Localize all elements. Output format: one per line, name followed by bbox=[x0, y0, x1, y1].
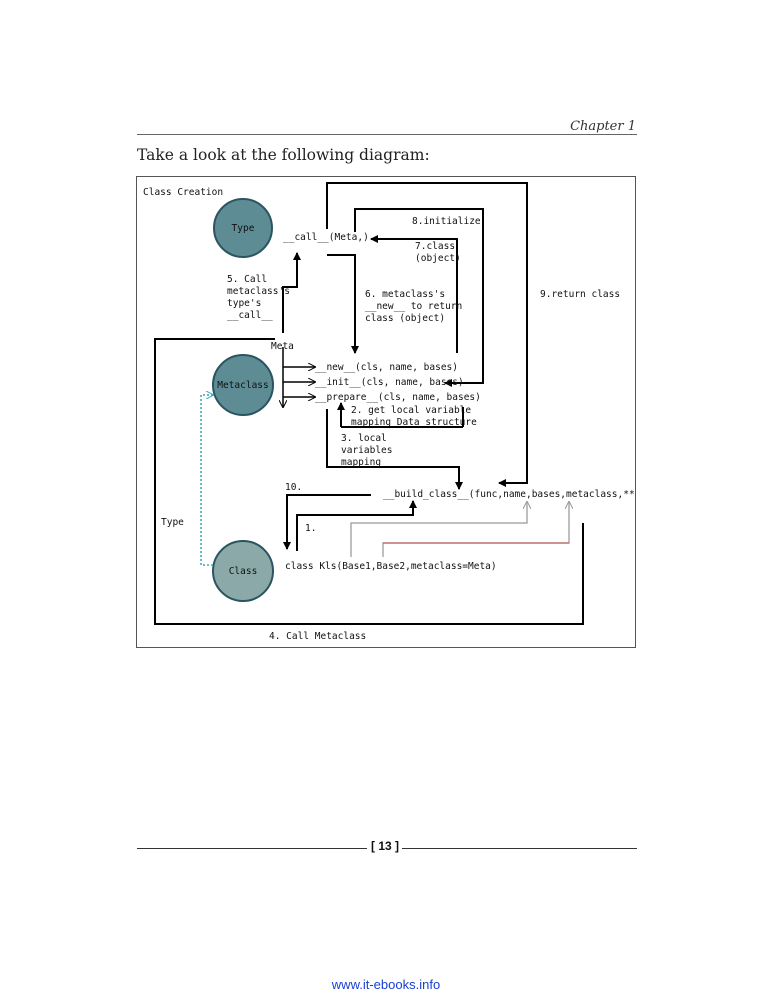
step10-arrow bbox=[283, 494, 371, 550]
step2-line2: mapping Data structure bbox=[351, 417, 477, 428]
footer-rule-right bbox=[402, 848, 637, 849]
return-class-label: 9.return class bbox=[540, 289, 620, 300]
call5-line3: type's bbox=[227, 298, 261, 309]
bases-gray-line bbox=[350, 502, 527, 557]
new-method-label: __new__(cls, name, bases) bbox=[315, 362, 458, 373]
call5-line4: __call__ bbox=[227, 310, 273, 321]
metaclass-node-label: Metaclass bbox=[217, 380, 268, 391]
step6-line2: __new__ to return bbox=[365, 301, 462, 312]
class-object-loop bbox=[370, 235, 458, 353]
initialize-label: 8.initialize bbox=[412, 216, 481, 227]
footer-rule-left bbox=[137, 848, 367, 849]
meta-label: Meta bbox=[271, 341, 294, 352]
step3-arrow bbox=[326, 409, 463, 490]
new-arrow bbox=[327, 254, 359, 354]
header-rule bbox=[137, 134, 637, 135]
call5-arrow bbox=[282, 252, 301, 333]
step6-line3: class (object) bbox=[365, 313, 445, 324]
page-number: [ 13 ] bbox=[370, 839, 399, 853]
metaclass-gray-line bbox=[382, 502, 569, 557]
class-creation-diagram: Class Creation Type Metaclass Class 4. C… bbox=[136, 176, 636, 648]
class-object-line1: 7.class bbox=[415, 241, 455, 252]
call-metaclass-loop bbox=[154, 338, 584, 625]
step4-label: 4. Call Metaclass bbox=[269, 631, 366, 642]
call5-line2: metaclass's bbox=[227, 286, 290, 297]
step6-line1: 6. metaclass's bbox=[365, 289, 445, 300]
call5-line1: 5. Call bbox=[227, 274, 267, 285]
class-node-label: Class bbox=[229, 566, 258, 577]
step3-line3: mapping bbox=[341, 457, 381, 468]
step3-line2: variables bbox=[341, 445, 392, 456]
initialize-loop bbox=[354, 208, 484, 387]
class-to-metaclass-dotted bbox=[200, 395, 213, 566]
init-method-label: __init__(cls, name, bases) bbox=[315, 377, 464, 388]
source-link[interactable]: www.it-ebooks.info bbox=[331, 977, 441, 992]
step1-label: 1. bbox=[305, 523, 316, 534]
chapter-header: Chapter 1 bbox=[570, 119, 636, 134]
step2-line1: 2. get local variable bbox=[351, 405, 471, 416]
type-node-label: Type bbox=[232, 223, 255, 234]
build-class-label: __build_class__(func,name,bases,metaclas… bbox=[383, 489, 635, 500]
prepare-method-label: __prepare__(cls, name, bases) bbox=[315, 392, 481, 403]
class-node: Class bbox=[212, 540, 274, 602]
class-statement: class Kls(Base1,Base2,metaclass=Meta) bbox=[285, 561, 497, 572]
step1-arrow bbox=[296, 500, 417, 551]
step10-label: 10. bbox=[285, 482, 302, 493]
diagram-title: Class Creation bbox=[143, 187, 223, 198]
diagram-svg: Class Creation Type Metaclass Class 4. C… bbox=[143, 182, 635, 642]
type-node: Type bbox=[213, 198, 273, 258]
return-class-loop bbox=[326, 182, 528, 487]
metaclass-node: Metaclass bbox=[212, 354, 274, 416]
call-meta-label: __call__(Meta,) bbox=[283, 232, 369, 243]
intro-text: Take a look at the following diagram: bbox=[137, 146, 430, 164]
type-side-label: Type bbox=[161, 517, 184, 528]
class-object-line2: (object) bbox=[415, 253, 461, 264]
step3-line1: 3. local bbox=[341, 433, 387, 444]
